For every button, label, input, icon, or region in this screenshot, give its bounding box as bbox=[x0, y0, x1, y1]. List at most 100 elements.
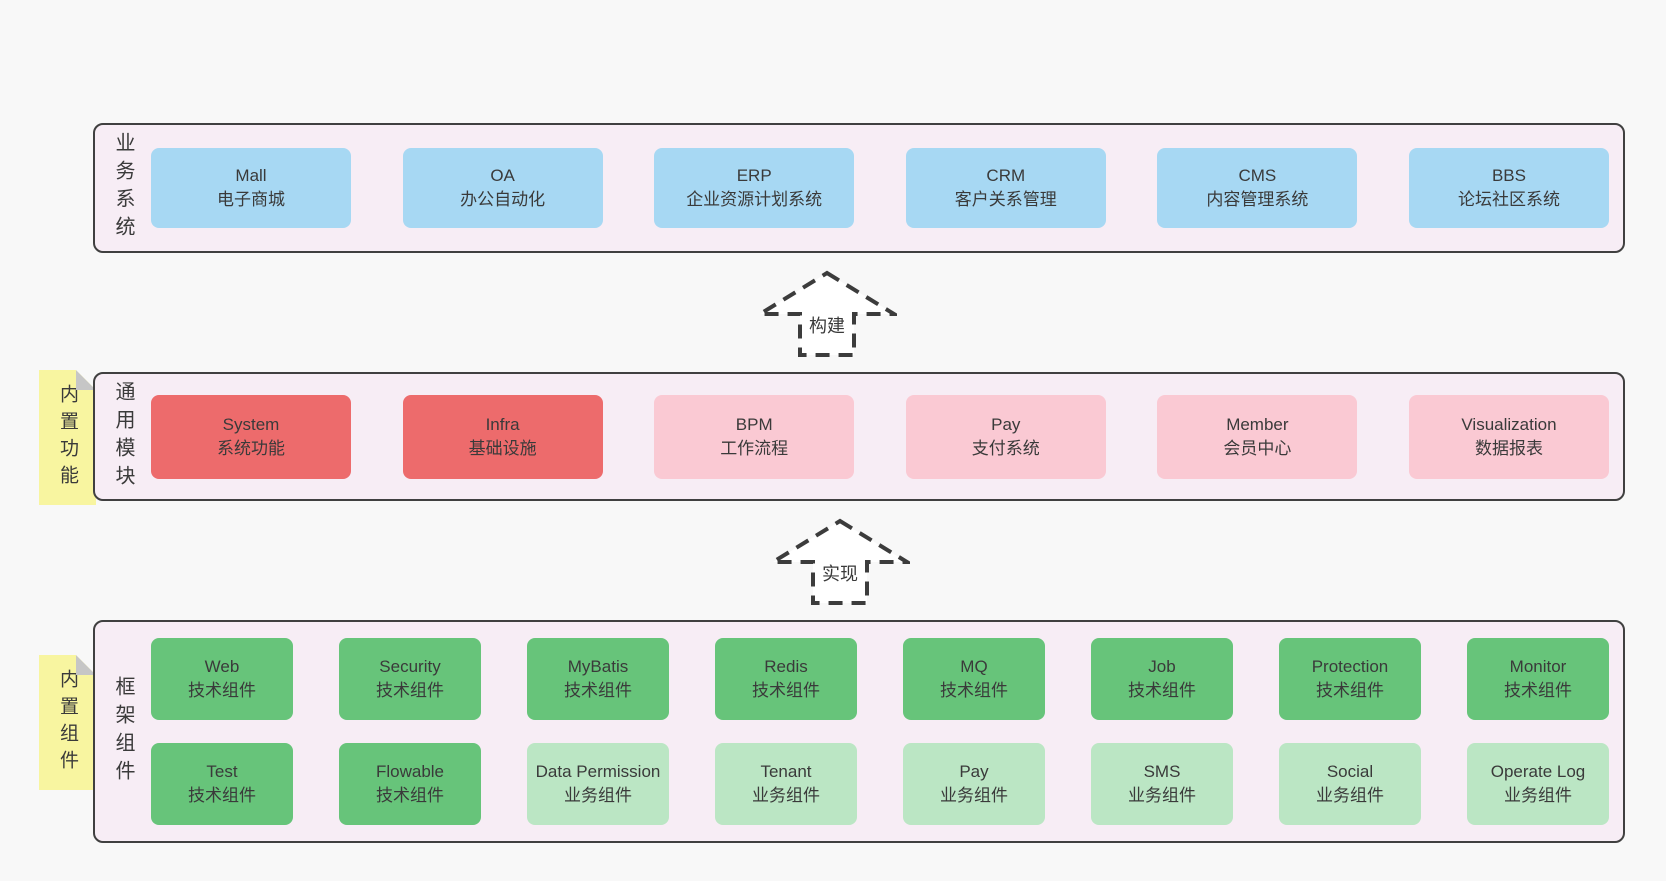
common-modules-section: 通用模块 System 系统功能 Infra 基础设施 BPM 工作流程 Pay… bbox=[93, 372, 1625, 501]
box-web: Web 技术组件 bbox=[151, 638, 293, 720]
framework-row-2: Test 技术组件 Flowable 技术组件 Data Permission … bbox=[151, 743, 1609, 825]
box-crm: CRM 客户关系管理 bbox=[905, 148, 1106, 228]
box-desc: 技术组件 bbox=[376, 681, 444, 700]
box-social: Social 业务组件 bbox=[1279, 743, 1421, 825]
box-monitor: Monitor 技术组件 bbox=[1467, 638, 1609, 720]
section-label-business: 业务系统 bbox=[95, 132, 151, 244]
up-block-arrow-icon bbox=[770, 518, 910, 605]
box-job: Job 技术组件 bbox=[1091, 638, 1233, 720]
box-name: Pay bbox=[991, 414, 1021, 434]
box-desc: 技术组件 bbox=[188, 786, 256, 805]
business-box-row: Mall 电子商城 OA 办公自动化 ERP 企业资源计划系统 CRM 客户关系… bbox=[151, 148, 1623, 228]
box-system: System 系统功能 bbox=[151, 394, 351, 479]
box-name: Web bbox=[204, 657, 240, 676]
up-block-arrow-icon bbox=[757, 270, 897, 357]
box-name: System bbox=[222, 414, 280, 434]
section-label-framework: 框架组件 bbox=[95, 676, 151, 788]
box-operate-log: Operate Log 业务组件 bbox=[1467, 743, 1609, 825]
box-name: Flowable bbox=[375, 762, 445, 781]
builtin-features-tag: 内置功能 bbox=[39, 370, 96, 505]
box-name: ERP bbox=[736, 166, 772, 185]
box-name: Data Permission bbox=[535, 762, 661, 781]
box-cms: CMS 内容管理系统 bbox=[1157, 148, 1358, 228]
box-infra: Infra 基础设施 bbox=[402, 394, 603, 479]
box-desc: 系统功能 bbox=[217, 438, 285, 458]
build-arrow: 构建 bbox=[757, 270, 897, 357]
box-desc: 会员中心 bbox=[1223, 438, 1292, 458]
box-desc: 办公自动化 bbox=[460, 190, 546, 209]
box-name: SMS bbox=[1143, 762, 1181, 781]
box-desc: 论坛社区系统 bbox=[1457, 190, 1560, 209]
box-name: Visualization bbox=[1461, 414, 1557, 434]
framework-grid: Web 技术组件 Security 技术组件 MyBatis 技术组件 Redi… bbox=[151, 638, 1623, 825]
box-desc: 技术组件 bbox=[1316, 681, 1384, 700]
box-desc: 业务组件 bbox=[1504, 786, 1572, 805]
box-name: Redis bbox=[764, 657, 808, 676]
box-oa: OA 办公自动化 bbox=[402, 148, 603, 228]
box-desc: 数据报表 bbox=[1474, 438, 1543, 458]
box-security: Security 技术组件 bbox=[339, 638, 481, 720]
box-desc: 技术组件 bbox=[564, 681, 632, 700]
box-erp: ERP 企业资源计划系统 bbox=[654, 148, 855, 228]
box-name: Infra bbox=[485, 414, 520, 434]
box-name: Monitor bbox=[1509, 657, 1567, 676]
box-member: Member 会员中心 bbox=[1157, 394, 1358, 479]
implement-arrow: 实现 bbox=[770, 518, 910, 605]
modules-box-row: System 系统功能 Infra 基础设施 BPM 工作流程 Pay 支付系统… bbox=[151, 394, 1623, 479]
box-desc: 技术组件 bbox=[1504, 681, 1572, 700]
box-desc: 企业资源计划系统 bbox=[686, 190, 823, 209]
framework-components-section: 框架组件 Web 技术组件 Security 技术组件 MyBatis 技术组件… bbox=[93, 620, 1625, 843]
implement-arrow-label: 实现 bbox=[822, 564, 858, 584]
box-desc: 技术组件 bbox=[188, 681, 256, 700]
box-redis: Redis 技术组件 bbox=[715, 638, 857, 720]
tag-label: 内置组件 bbox=[57, 668, 78, 777]
box-desc: 基础设施 bbox=[468, 438, 537, 458]
builtin-components-tag: 内置组件 bbox=[39, 655, 96, 790]
box-name: Test bbox=[206, 762, 238, 781]
box-desc: 内容管理系统 bbox=[1206, 190, 1309, 209]
box-desc: 业务组件 bbox=[940, 786, 1008, 805]
box-name: Tenant bbox=[760, 762, 812, 781]
box-desc: 业务组件 bbox=[1128, 786, 1196, 805]
box-protection: Protection 技术组件 bbox=[1279, 638, 1421, 720]
box-desc: 电子商城 bbox=[217, 190, 285, 209]
box-data-permission: Data Permission 业务组件 bbox=[527, 743, 669, 825]
box-tenant: Tenant 业务组件 bbox=[715, 743, 857, 825]
box-desc: 业务组件 bbox=[752, 786, 820, 805]
box-desc: 技术组件 bbox=[1128, 681, 1196, 700]
box-sms: SMS 业务组件 bbox=[1091, 743, 1233, 825]
tag-label: 内置功能 bbox=[57, 383, 78, 492]
box-mq: MQ 技术组件 bbox=[903, 638, 1045, 720]
box-name: OA bbox=[490, 166, 515, 185]
box-name: Member bbox=[1226, 414, 1289, 434]
box-desc: 支付系统 bbox=[971, 438, 1040, 458]
section-label-modules: 通用模块 bbox=[95, 381, 151, 493]
box-name: MyBatis bbox=[567, 657, 629, 676]
box-desc: 技术组件 bbox=[752, 681, 820, 700]
box-name: Social bbox=[1326, 762, 1374, 781]
box-desc: 技术组件 bbox=[376, 786, 444, 805]
box-name: Operate Log bbox=[1490, 762, 1586, 781]
box-name: MQ bbox=[960, 657, 988, 676]
box-flowable: Flowable 技术组件 bbox=[339, 743, 481, 825]
box-name: Protection bbox=[1311, 657, 1389, 676]
box-name: CMS bbox=[1238, 166, 1277, 185]
box-name: Job bbox=[1148, 657, 1176, 676]
box-desc: 业务组件 bbox=[1316, 786, 1384, 805]
box-bpm: BPM 工作流程 bbox=[654, 394, 855, 479]
box-name: BPM bbox=[735, 414, 773, 434]
section-label-text: 通用模块 bbox=[112, 380, 134, 493]
build-arrow-label: 构建 bbox=[809, 316, 845, 336]
framework-row-1: Web 技术组件 Security 技术组件 MyBatis 技术组件 Redi… bbox=[151, 638, 1609, 720]
section-label-text: 业务系统 bbox=[112, 132, 134, 244]
box-visualization: Visualization 数据报表 bbox=[1408, 394, 1609, 479]
box-bbs: BBS 论坛社区系统 bbox=[1408, 148, 1609, 228]
box-pay-module: Pay 支付系统 bbox=[905, 394, 1106, 479]
box-desc: 客户关系管理 bbox=[954, 190, 1057, 209]
business-systems-section: 业务系统 Mall 电子商城 OA 办公自动化 ERP 企业资源计划系统 CRM… bbox=[93, 123, 1625, 253]
box-test: Test 技术组件 bbox=[151, 743, 293, 825]
box-mybatis: MyBatis 技术组件 bbox=[527, 638, 669, 720]
box-desc: 工作流程 bbox=[720, 438, 789, 458]
box-name: Security bbox=[379, 657, 441, 676]
section-label-text: 框架组件 bbox=[112, 675, 134, 788]
